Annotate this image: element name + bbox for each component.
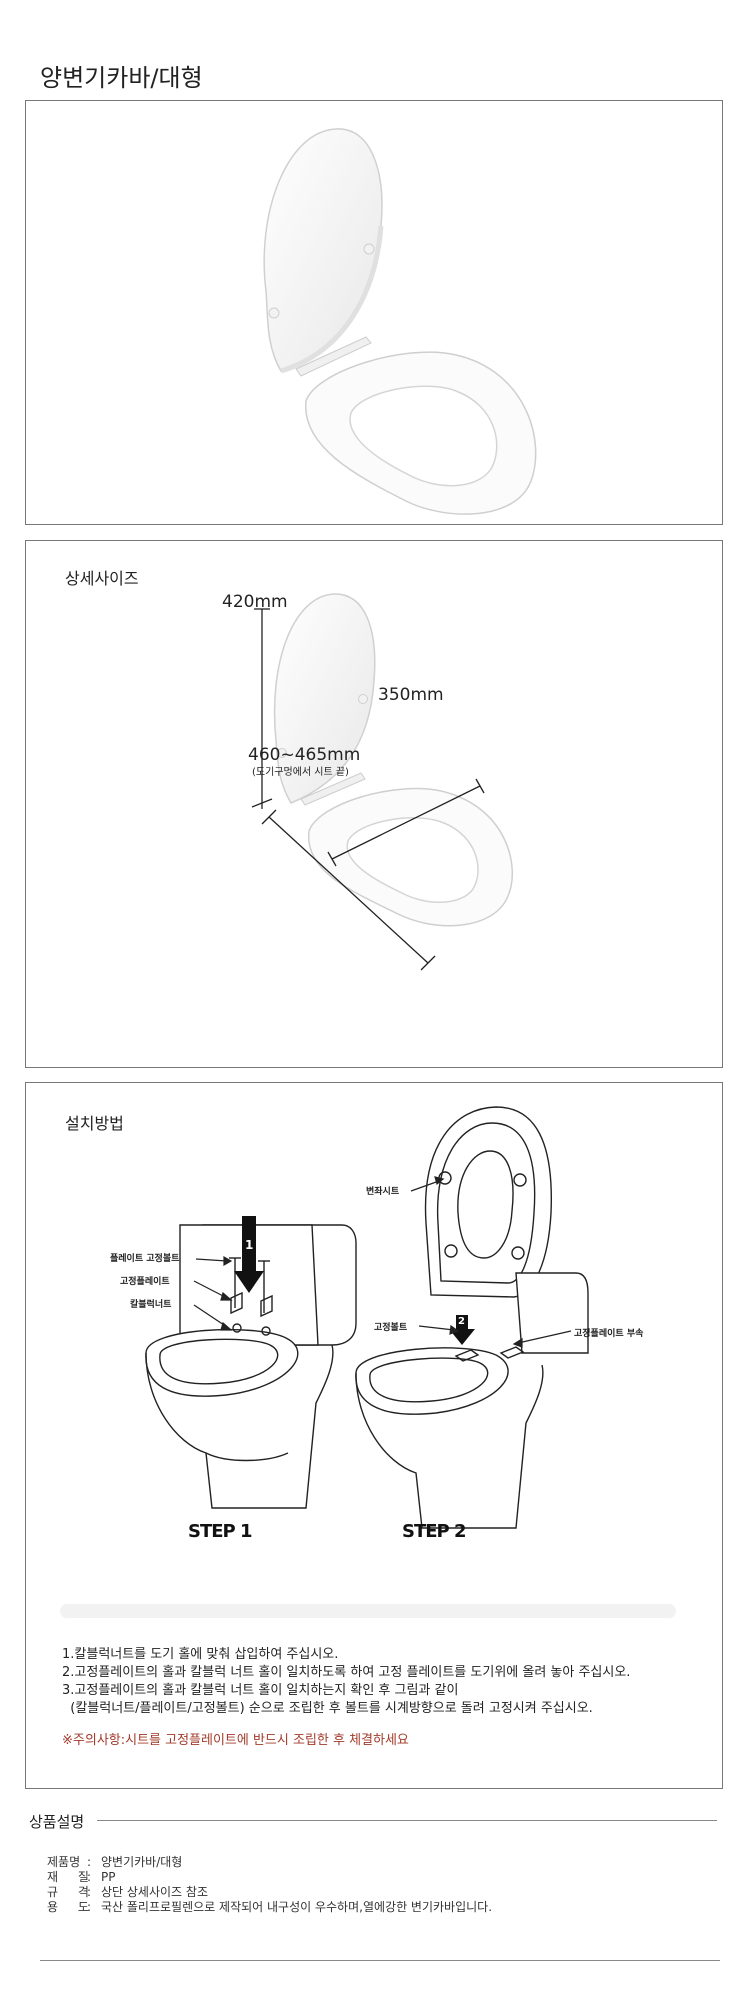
step2-label: STEP 2 — [402, 1521, 467, 1542]
section-heading-install: 설치방법 — [65, 1114, 124, 1133]
label-fix-bolt: 고정볼트 — [374, 1323, 408, 1333]
instruction-line: (칼블럭너트/플레이트/고정볼트) 순으로 조립한 후 볼트를 시계방향으로 돌… — [62, 1701, 593, 1716]
instruction-line: 2.고정플레이트의 홀과 칼블럭 너트 홀이 일치하도록 하여 고정 플레이트를… — [62, 1665, 631, 1680]
label-plate-bolt: 플레이트 고정볼트 — [110, 1254, 180, 1264]
label-seat: 변좌시트 — [366, 1187, 400, 1197]
caution-note: ※주의사항:시트를 고정플레이트에 반드시 조립한 후 체결하세요 — [62, 1733, 409, 1748]
depth-dimension-label: 460~465mm — [248, 745, 361, 765]
label-fix-plate: 고정플레이트 — [120, 1277, 170, 1287]
install-instructions: 1.칼블럭너트를 도기 홀에 맞춰 삽입하여 주십시오. 2.고정플레이트의 홀… — [62, 1646, 630, 1718]
description-key: 규 격 — [47, 1885, 97, 1899]
toilet-seat-dimension-diagram — [251, 593, 514, 971]
description-row: 규 격:상단 상세사이즈 참조 — [47, 1885, 208, 1899]
description-value: 양변기카바/대형 — [101, 1855, 183, 1869]
height-dimension-label: 420mm — [222, 592, 288, 612]
label-plate-part: 고정플레이트 부속 — [574, 1329, 644, 1339]
section-heading-detail: 상세사이즈 — [65, 569, 139, 588]
description-key: 제품명 — [47, 1855, 81, 1869]
label-anchor-nut: 칼블럭너트 — [130, 1300, 172, 1310]
divider-bar — [60, 1604, 676, 1618]
detail-size-panel: 상세사이즈 420mm 350mm 460~465mm (도기구멍에서 시트 끝… — [25, 540, 723, 1068]
description-row: 재 질:PP — [47, 1870, 116, 1884]
arrow-number-1: 1 — [245, 1238, 254, 1252]
description-row: 제품명:양변기카바/대형 — [47, 1855, 183, 1869]
install-panel: 설치방법 — [25, 1082, 723, 1789]
page-title: 양변기카바/대형 — [40, 64, 203, 92]
bottom-divider — [40, 1960, 720, 1961]
install-illustration — [145, 1106, 589, 1529]
description-heading: 상품설명 — [29, 1813, 85, 1831]
width-dimension-label: 350mm — [378, 685, 444, 705]
arrow-number-2: 2 — [458, 1316, 465, 1327]
description-key: 재 질 — [47, 1870, 97, 1884]
depth-note: (도기구멍에서 시트 끝) — [252, 767, 349, 778]
toilet-seat-image — [263, 128, 537, 515]
description-divider — [97, 1820, 717, 1821]
step1-label: STEP 1 — [188, 1521, 253, 1542]
description-row: 용 도:국산 폴리프로필렌으로 제작되어 내구성이 우수하며,열에강한 변기카바… — [47, 1900, 493, 1914]
instruction-line: 1.칼블럭너트를 도기 홀에 맞춰 삽입하여 주십시오. — [62, 1647, 339, 1662]
description-key: 용 도 — [47, 1900, 97, 1914]
product-image-panel — [25, 100, 723, 525]
instruction-line: 3.고정플레이트의 홀과 칼블럭 너트 홀이 일치하는지 확인 후 그림과 같이 — [62, 1683, 459, 1698]
description-value: 국산 폴리프로필렌으로 제작되어 내구성이 우수하며,열에강한 변기카바입니다. — [101, 1900, 493, 1914]
product-description: 제품명:양변기카바/대형 재 질:PP 규 격:상단 상세사이즈 참조 용 도:… — [47, 1855, 492, 1915]
description-value: 상단 상세사이즈 참조 — [101, 1885, 208, 1899]
description-value: PP — [101, 1870, 116, 1884]
